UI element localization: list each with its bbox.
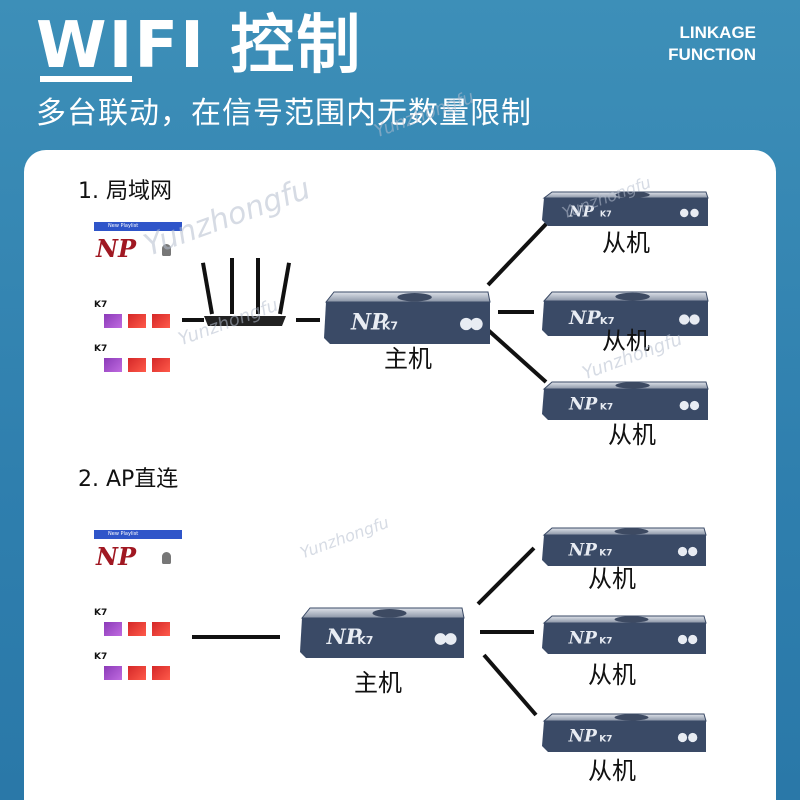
device-icon: NP K7 [542,191,709,226]
playlist-thumbnail[interactable] [104,622,122,636]
device-model: K7 [599,636,612,646]
app-bar: New Playlist [94,222,182,231]
device-logo: NP [568,540,599,560]
slave-device-1a: NP K7 [538,190,710,232]
playlist-thumbnail[interactable] [128,666,146,680]
line-master-slave-2a [476,546,536,606]
badge-line-2: FUNCTION [668,45,756,64]
slave-label-2c: 从机 [588,757,636,785]
page-title: WIFI 控制 [36,9,363,83]
page-subtitle: 多台联动，在信号范围内无数量限制 [36,96,532,131]
playlist-thumbnail[interactable] [152,622,170,636]
device-logo: NP [568,628,599,648]
master-label-1: 主机 [384,345,432,373]
playlist-thumbnail[interactable] [152,358,170,372]
device-logo: NP [568,726,599,746]
playlist-thumbnail[interactable] [104,358,122,372]
model-label: K7 [94,652,108,662]
device-logo: NP [568,307,601,329]
title-underline [40,76,132,82]
master-label-2: 主机 [354,669,402,697]
slave-label-1c: 从机 [608,421,656,449]
np-logo: NP [96,234,136,263]
line-master-slave-1c [486,328,548,384]
device-model: K7 [599,548,612,558]
playlist-thumbnail[interactable] [128,358,146,372]
device-model: K7 [599,734,612,744]
slave-label-2a: 从机 [588,565,636,593]
model-label: K7 [94,608,108,618]
playlist-thumbnail[interactable] [104,666,122,680]
model-label: K7 [94,344,108,354]
line-master-slave-1a [486,220,550,287]
playlist-thumbnail[interactable] [152,666,170,680]
slave-label-1b: 从机 [602,327,650,355]
app-bar-title: New Playlist [108,223,139,229]
device-model: K7 [357,634,373,647]
linkage-badge: LINKAGE FUNCTION [668,22,756,66]
device-logo: NP [350,309,389,335]
playlist-thumbnail[interactable] [128,314,146,328]
model-label: K7 [94,300,108,310]
slave-label-1a: 从机 [602,229,650,257]
playlist-thumbnail[interactable] [128,622,146,636]
device-model: K7 [382,319,398,332]
slave-label-2b: 从机 [588,661,636,689]
playlist-thumbnail[interactable] [104,314,122,328]
device-logo: NP [326,624,363,649]
section-1-heading: 1. 局域网 [78,179,172,204]
badge-line-1: LINKAGE [679,23,757,42]
device-model: K7 [600,210,612,219]
avatar-icon [162,552,171,564]
app-bar-title: New Playlist [108,531,139,537]
device-model: K7 [600,402,613,412]
avatar-icon [162,244,171,256]
device-logo: NP [568,203,595,221]
app-bar: New Playlist [94,530,182,539]
device-model: K7 [600,316,615,327]
router-icon [201,258,291,326]
playlist-thumbnail[interactable] [152,314,170,328]
device-logo: NP [568,394,599,414]
section-2-heading: 2. AP直连 [78,467,179,492]
line-master-slave-2c [482,653,538,717]
np-logo: NP [96,542,136,571]
